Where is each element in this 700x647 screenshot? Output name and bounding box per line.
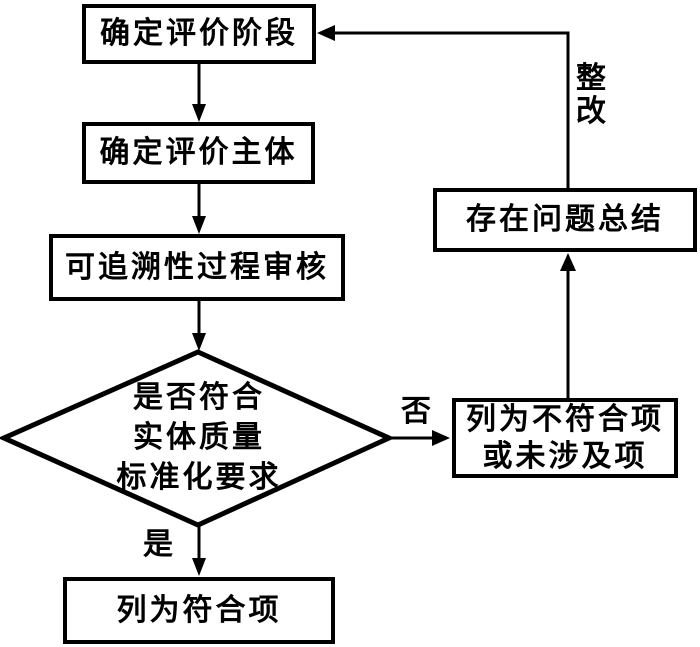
node-traceability-audit-label: 可追溯性过程审核 xyxy=(65,250,329,284)
node-determine-subject: 确定评价主体 xyxy=(82,122,315,184)
node-determine-subject-label: 确定评价主体 xyxy=(99,136,298,169)
edge-label-yes: 是 xyxy=(143,528,173,561)
node-decision-line1: 是否符合 xyxy=(133,381,265,414)
edge-label-rectify: 整改 xyxy=(576,62,606,128)
arrowhead-up-problem xyxy=(560,253,576,271)
node-nonconforming-item-line2: 或未涉及项 xyxy=(482,440,648,473)
node-conforming-item-label: 列为符合项 xyxy=(116,593,282,627)
node-problem-summary-label: 存在问题总结 xyxy=(466,203,664,236)
node-decision-line2: 实体质量 xyxy=(133,421,265,454)
arrowhead-down-subject xyxy=(192,104,206,122)
edge-problem-stage xyxy=(333,31,570,188)
arrowhead-right-nonconform xyxy=(432,430,450,446)
edge-label-no: 否 xyxy=(401,395,431,428)
node-nonconforming-item-line1: 列为不符合项 xyxy=(466,403,664,436)
arrowhead-down-audit xyxy=(192,216,206,234)
arrowhead-down-conform xyxy=(192,558,206,576)
node-traceability-audit: 可追溯性过程审核 xyxy=(49,234,345,301)
node-conforming-item: 列为符合项 xyxy=(63,577,335,644)
node-problem-summary: 存在问题总结 xyxy=(433,188,697,252)
node-decision-line3: 标准化要求 xyxy=(116,461,282,494)
node-determine-stage: 确定评价阶段 xyxy=(82,4,316,64)
node-determine-stage-label: 确定评价阶段 xyxy=(100,17,298,50)
node-nonconforming-item: 列为不符合项 或未涉及项 xyxy=(452,398,678,478)
arrowhead-left-stage xyxy=(317,25,335,41)
arrowhead-down-decision xyxy=(192,333,206,351)
node-decision: 是否符合 实体质量 标准化要求 xyxy=(60,378,338,498)
